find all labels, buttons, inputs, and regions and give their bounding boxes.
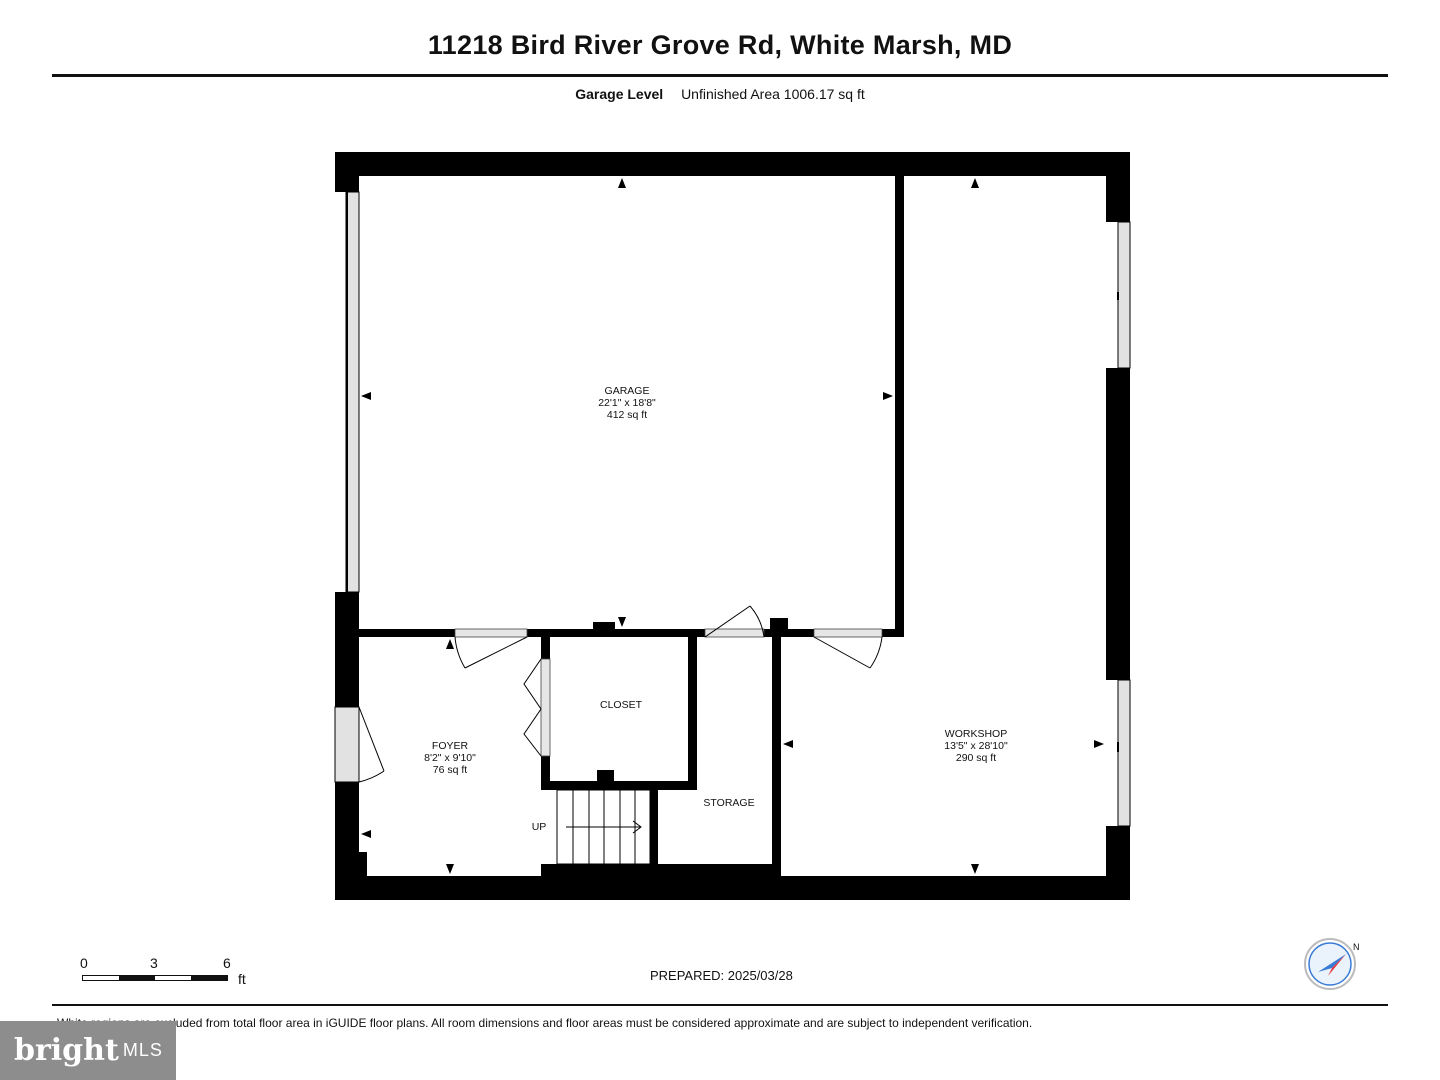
wall-garage-bottom-d <box>882 629 904 637</box>
closet-name: CLOSET <box>600 699 643 711</box>
disclaimer-text: White regions are excluded from total fl… <box>57 1016 1033 1030</box>
wall-post-b <box>770 618 788 630</box>
wall-left-lower <box>335 782 359 900</box>
logo-brand: bright <box>14 1033 119 1068</box>
level-label: Garage Level <box>575 86 664 102</box>
wall-garage-bottom-a <box>359 629 455 637</box>
door-openings <box>454 628 883 757</box>
garage-dims: 22'1" x 18'8" <box>598 397 656 409</box>
workshop-name: WORKSHOP <box>945 728 1007 740</box>
wall-closet-right <box>688 637 697 790</box>
prepared-date: PREPARED: 2025/03/28 <box>650 968 793 983</box>
workshop-dims: 13'5" x 28'10" <box>944 740 1008 752</box>
wall-foyer-notch <box>359 852 367 876</box>
wall-post-c <box>597 770 614 782</box>
title-divider <box>52 74 1388 77</box>
wall-left-upper <box>335 152 359 192</box>
window-right-upper <box>1117 221 1131 369</box>
wall-garage-right <box>895 176 904 637</box>
wall-bottom <box>335 876 1130 900</box>
scale-bar: 0 3 6 ft <box>78 955 278 995</box>
measure-arrows <box>361 178 1104 874</box>
door-swings <box>358 605 883 783</box>
wall-closet-left-a <box>541 637 550 659</box>
footer-divider <box>52 1004 1388 1006</box>
foyer-dims: 8'2" x 9'10" <box>424 752 476 764</box>
wall-garage-bottom-b <box>527 629 705 637</box>
window-right-lower <box>1117 679 1131 827</box>
area-label: Unfinished Area 1006.17 sq ft <box>681 86 865 102</box>
bright-mls-logo: bright MLS <box>0 1021 176 1080</box>
compass-label: N <box>1353 942 1360 952</box>
wall-right-mid <box>1106 368 1130 680</box>
garage-area: 412 sq ft <box>607 409 647 421</box>
foyer-area: 76 sq ft <box>433 764 468 776</box>
floor-plan: GARAGE 22'1" x 18'8" 412 sq ft WORKSHOP … <box>334 152 1131 900</box>
wall-closet-bottom <box>541 781 697 790</box>
scale-tick-6: 6 <box>223 955 231 971</box>
wall-top <box>335 152 1130 176</box>
garage-name: GARAGE <box>605 385 650 397</box>
wall-left-mid <box>335 592 359 707</box>
wall-right-upper <box>1106 152 1130 222</box>
scale-unit: ft <box>238 971 246 987</box>
wall-garage-bottom-c <box>764 629 814 637</box>
page-title: 11218 Bird River Grove Rd, White Marsh, … <box>427 30 1013 60</box>
scale-tick-0: 0 <box>80 955 88 971</box>
windows <box>334 191 1131 827</box>
wall-storage-right <box>772 637 781 876</box>
compass-icon: N <box>1304 938 1360 990</box>
level-subtitle: Garage Level Unfinished Area 1006.17 sq … <box>0 86 1440 102</box>
walls <box>335 152 1130 900</box>
logo-suffix: MLS <box>122 1040 163 1060</box>
door-gap-foyer <box>334 706 360 783</box>
storage-name: STORAGE <box>703 797 754 809</box>
stairs-up-label: UP <box>532 821 547 833</box>
wall-closet-left-b <box>541 756 550 790</box>
workshop-area: 290 sq ft <box>956 752 996 764</box>
stairs <box>556 789 651 865</box>
foyer-name: FOYER <box>432 740 469 752</box>
wall-stair-right <box>650 790 658 876</box>
wall-post-a <box>593 622 615 630</box>
scale-tick-3: 3 <box>150 955 158 971</box>
wall-right-lower <box>1106 826 1130 900</box>
wall-bottom-thick <box>541 864 781 876</box>
